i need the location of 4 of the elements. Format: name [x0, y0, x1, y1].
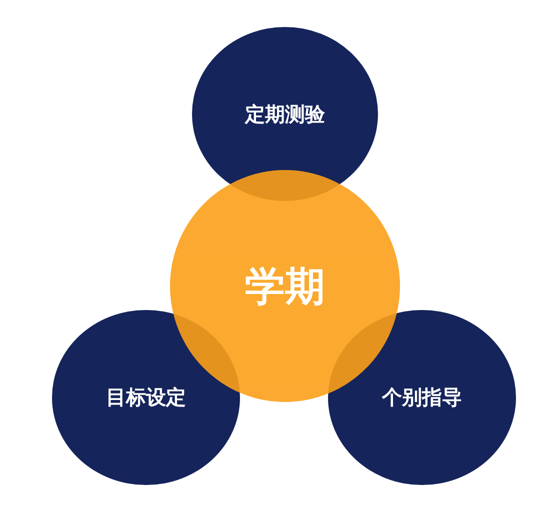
- circle-label: 目标设定: [106, 384, 186, 411]
- circle-label: 学期: [245, 262, 325, 312]
- circle-label: 定期测验: [245, 100, 325, 128]
- circle-label: 个别指导: [382, 384, 462, 411]
